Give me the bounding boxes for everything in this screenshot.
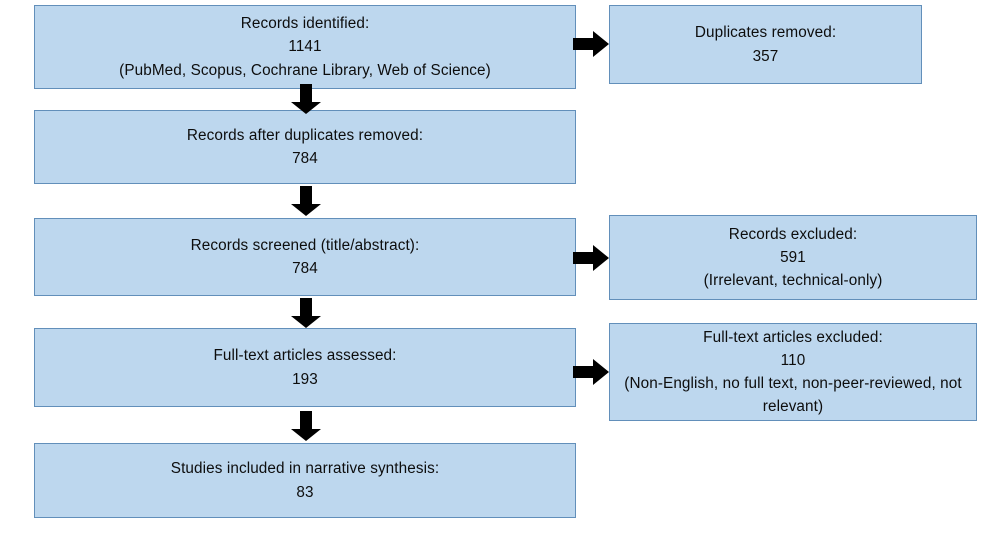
node-fulltext-assessed-label: Full-text articles assessed: [213, 347, 397, 365]
node-records-after-duplicates-count: 784 [292, 150, 318, 167]
arrow-fulltext-to-fulltext-excluded-icon [573, 359, 609, 385]
node-records-identified-detail: (PubMed, Scopus, Cochrane Library, Web o… [119, 61, 491, 79]
arrow-fulltext-to-included-icon [291, 411, 321, 441]
node-records-excluded-count: 591 [780, 248, 806, 266]
node-duplicates-removed-label: Duplicates removed: [694, 24, 837, 42]
node-duplicates-removed-count: 357 [752, 47, 779, 65]
node-fulltext-assessed: Full-text articles assessed: 193 [34, 328, 576, 407]
node-duplicates-removed: Duplicates removed: 357 [609, 5, 922, 84]
node-records-screened: Records screened (title/abstract): 784 [34, 218, 576, 296]
arrow-screened-to-fulltext-icon [291, 298, 321, 328]
node-records-screened-label: Records screened (title/abstract): [190, 236, 420, 254]
node-fulltext-excluded-detail: (Non-English, no full text, non-peer-rev… [624, 375, 962, 416]
node-studies-included-label: Studies included in narrative synthesis: [170, 460, 440, 478]
node-studies-included-count: 83 [296, 483, 314, 501]
node-studies-included: Studies included in narrative synthesis:… [34, 443, 576, 518]
node-records-excluded-detail: (Irrelevant, technical-only) [703, 272, 883, 290]
node-records-after-duplicates: Records after duplicates removed: 784 [34, 110, 576, 184]
arrow-after-duplicates-to-screened-icon [291, 186, 321, 216]
node-records-after-duplicates-label: Records after duplicates removed: [186, 126, 424, 144]
node-records-screened-count: 784 [292, 260, 318, 277]
node-fulltext-excluded-count: 110 [780, 351, 806, 369]
node-records-excluded-label: Records excluded: [728, 225, 858, 243]
node-records-identified-label: Records identified: [240, 15, 370, 33]
node-fulltext-excluded: Full-text articles excluded: 110 (Non-En… [609, 323, 977, 421]
node-records-identified: Records identified: 1141 (PubMed, Scopus… [34, 5, 576, 89]
node-fulltext-assessed-count: 193 [292, 370, 318, 388]
node-records-excluded: Records excluded: 591 (Irrelevant, techn… [609, 215, 977, 300]
arrow-identified-to-duplicates-icon [573, 31, 609, 57]
arrow-screened-to-excluded-icon [573, 245, 609, 271]
arrow-identified-to-after-duplicates-icon [291, 84, 321, 114]
node-records-identified-count: 1141 [288, 38, 322, 56]
node-fulltext-excluded-label: Full-text articles excluded: [703, 328, 883, 346]
